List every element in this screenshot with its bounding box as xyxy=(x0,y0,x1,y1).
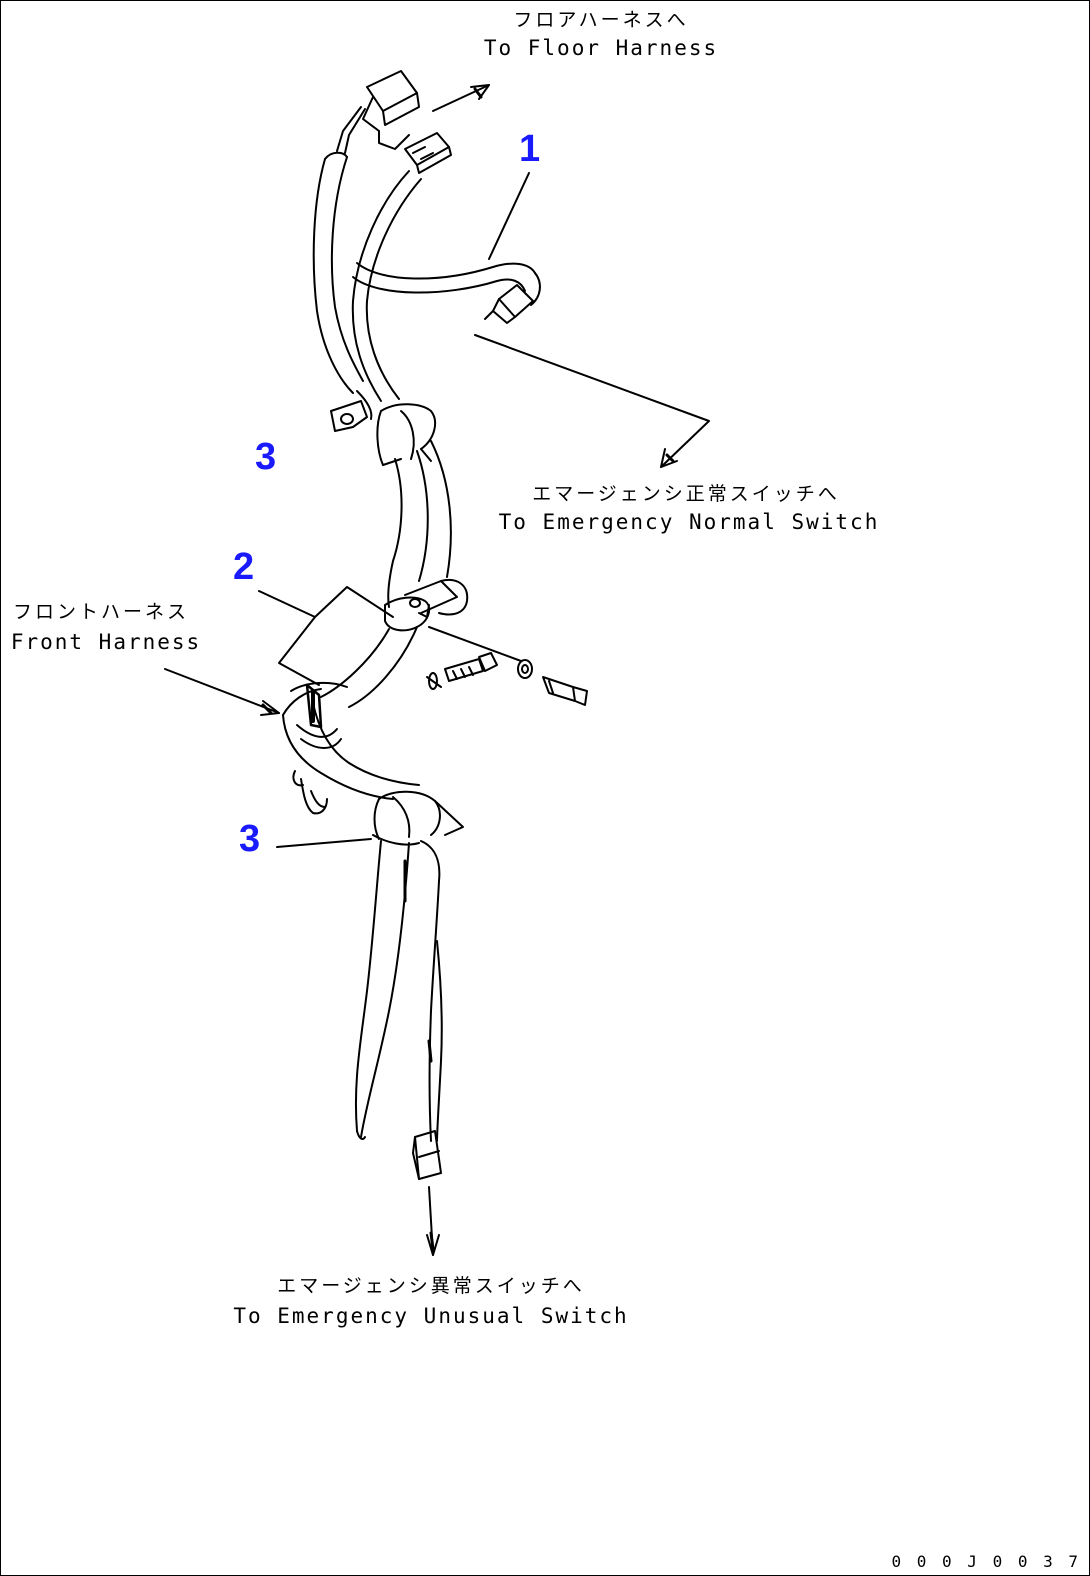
bolt-assembly xyxy=(426,626,588,706)
lower-harness xyxy=(354,840,443,1180)
emergency-unusual-label-en: To Emergency Unusual Switch xyxy=(233,1304,629,1328)
emergency-normal-label-jp: エマージェンシ正常スイッチへ xyxy=(532,483,840,505)
figure-id: 0 0 0 J 0 0 3 7 xyxy=(891,1552,1081,1571)
main-harness-upper xyxy=(312,151,541,402)
upper-clamp xyxy=(330,390,452,608)
floor-harness-label-jp: フロアハーネスへ xyxy=(513,9,689,31)
lower-clamp xyxy=(372,790,464,846)
emergency-unusual-arrow xyxy=(426,1186,440,1256)
front-harness-label-jp: フロントハーネス xyxy=(12,601,189,623)
floor-harness-connector xyxy=(336,70,420,154)
emergency-normal-label-en: To Emergency Normal Switch xyxy=(498,510,880,534)
floor-harness-label-en: To Floor Harness xyxy=(483,36,719,60)
callout-part-1: 1 xyxy=(519,128,541,170)
part1-leader xyxy=(488,172,530,260)
middle-clamp xyxy=(384,579,469,632)
part3-lower-leader xyxy=(276,838,372,848)
callout-part-3-upper: 3 xyxy=(255,436,277,478)
second-connector xyxy=(404,132,452,174)
emergency-normal-arrow xyxy=(474,334,710,468)
callout-part-3-lower: 3 xyxy=(239,818,261,860)
front-harness-junction xyxy=(282,626,420,815)
emergency-unusual-label-jp: エマージェンシ異常スイッチへ xyxy=(277,1275,585,1297)
front-harness-label-en: Front Harness xyxy=(10,630,202,654)
callout-part-2: 2 xyxy=(233,546,255,588)
front-harness-arrow xyxy=(164,668,280,716)
part2-leader xyxy=(258,586,394,686)
floor-harness-arrow xyxy=(432,84,490,112)
